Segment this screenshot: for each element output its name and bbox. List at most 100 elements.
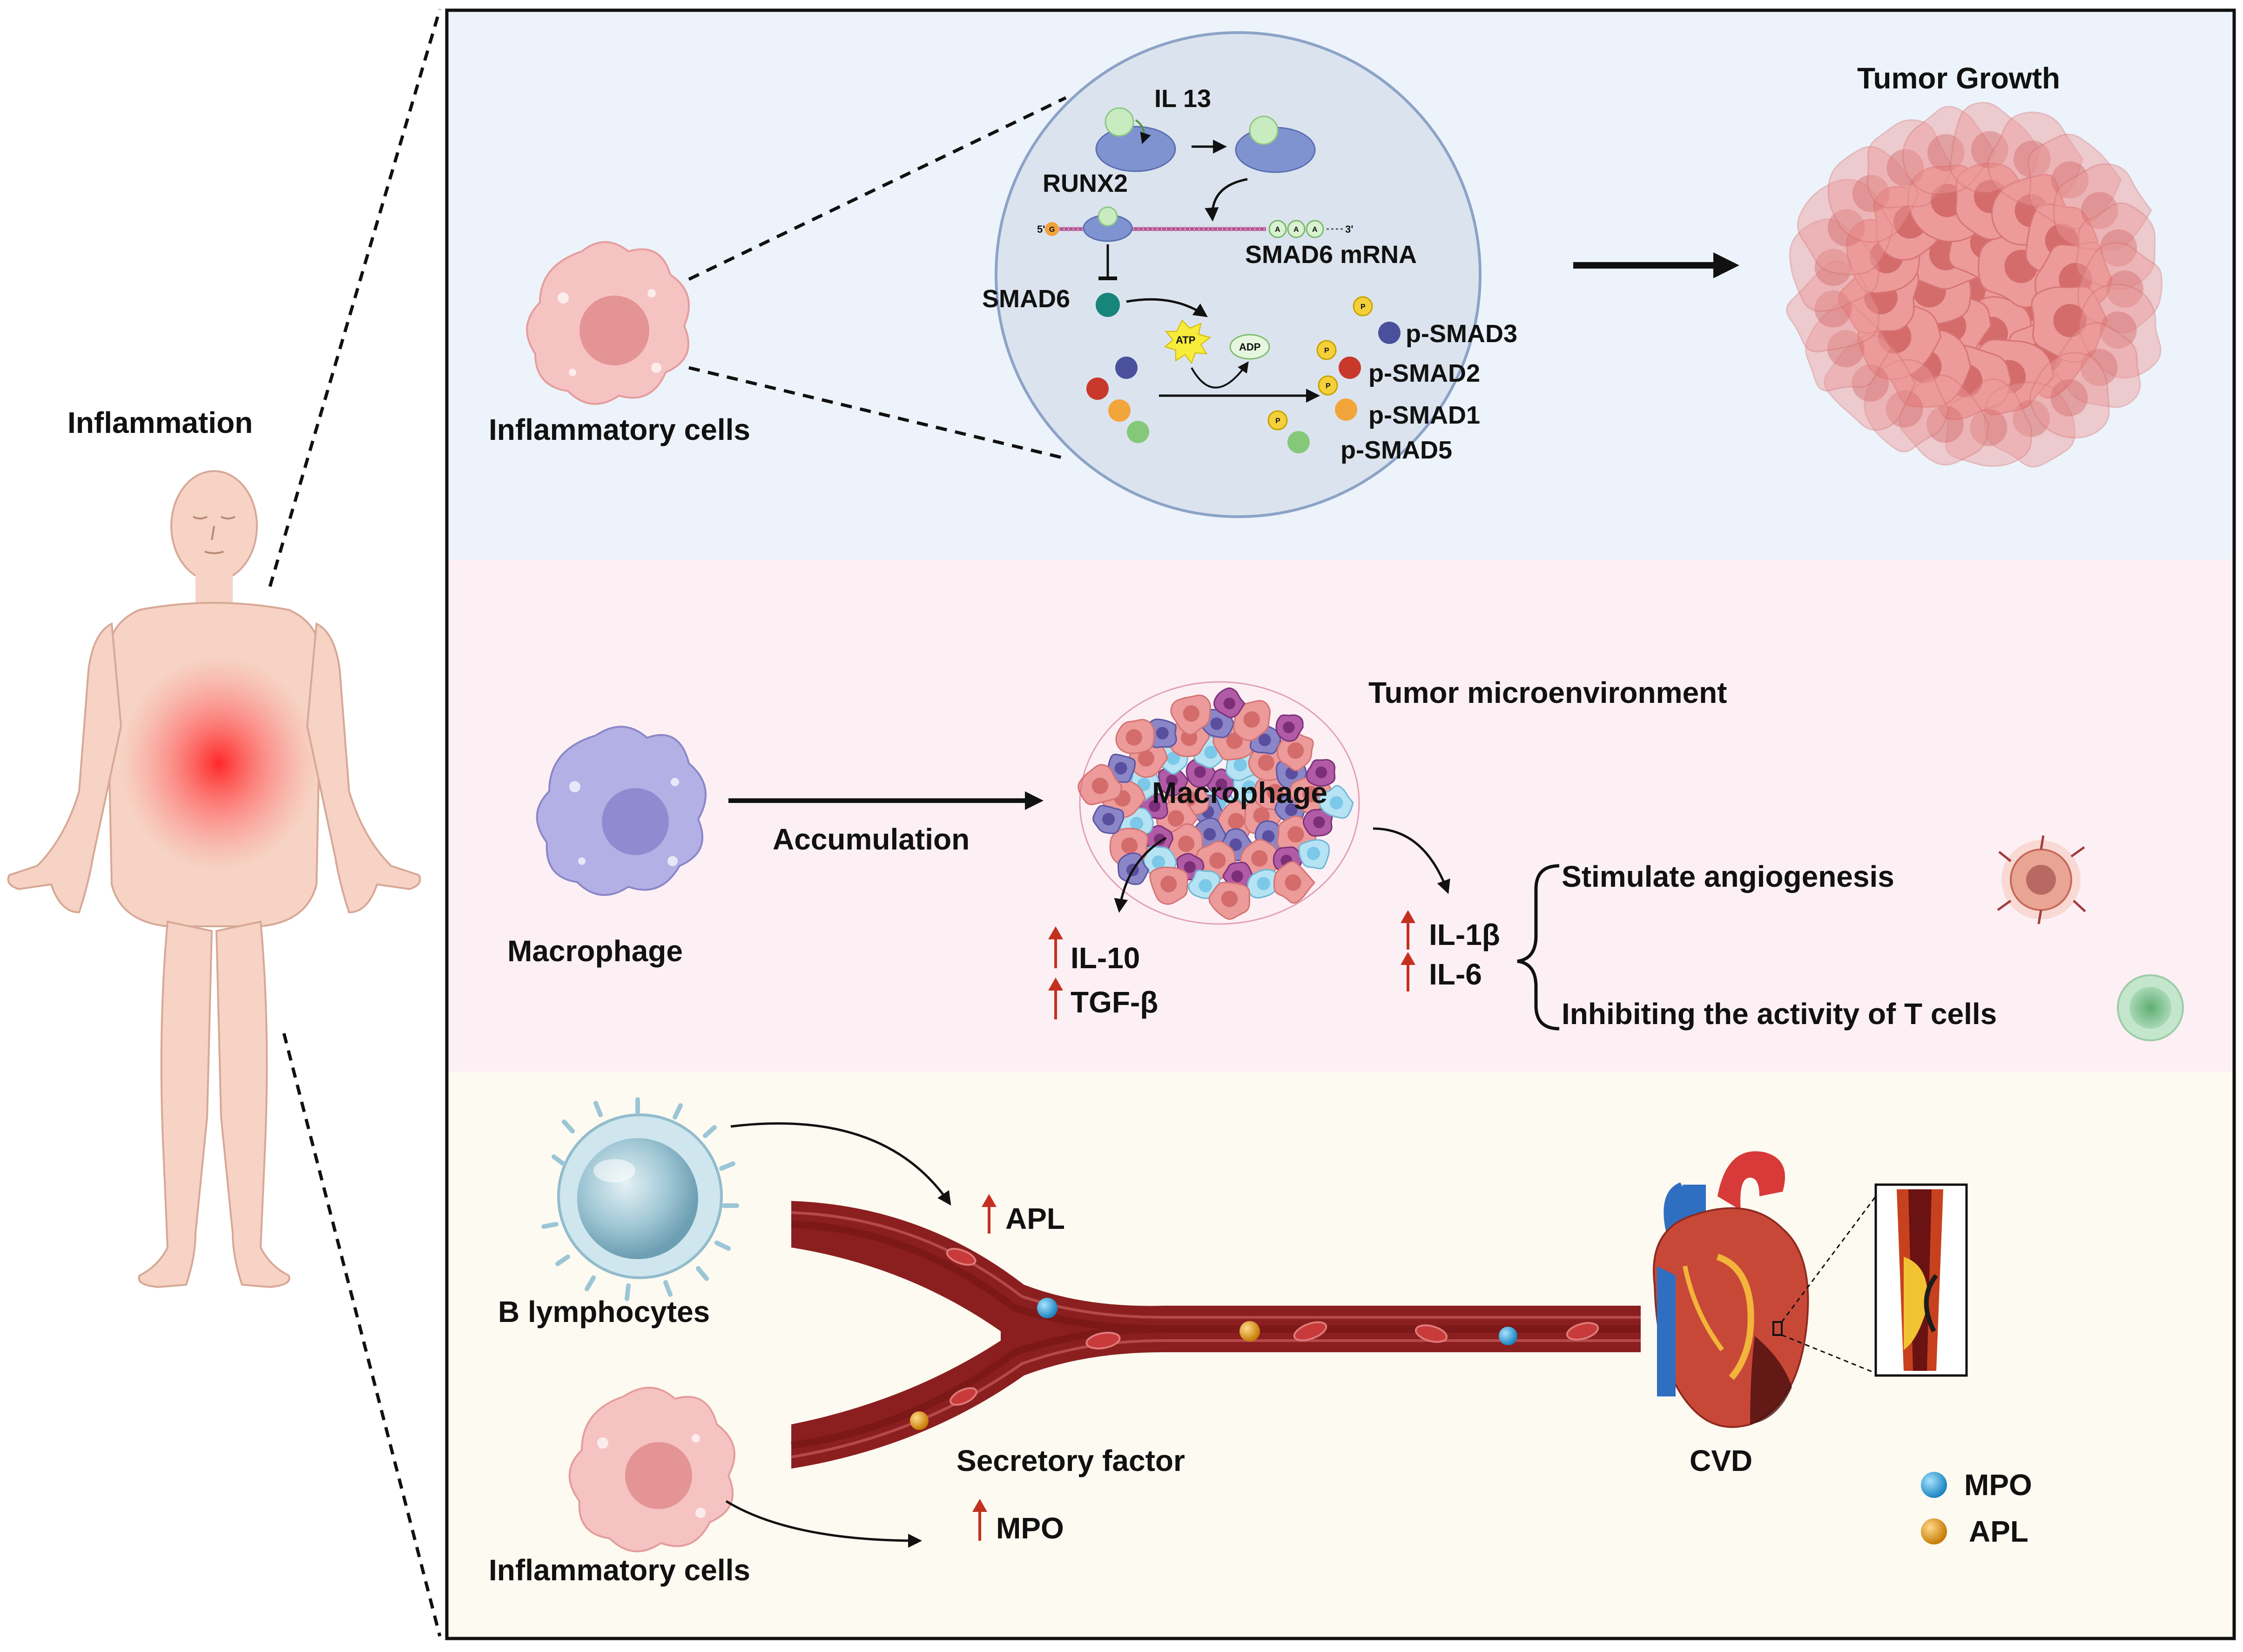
p-badge-3: P bbox=[1326, 382, 1331, 390]
inflammatory-cells-label-bottom: Inflammatory cells bbox=[489, 1553, 750, 1587]
p-smad2-complex bbox=[1316, 340, 1361, 379]
il6-label: IL-6 bbox=[1429, 957, 1482, 991]
smad2-dot bbox=[1086, 378, 1109, 400]
p-smad2-label: p-SMAD2 bbox=[1368, 359, 1480, 387]
smad6-protein bbox=[1096, 293, 1120, 317]
macrophage-label: Macrophage bbox=[507, 934, 683, 968]
runx2-bound-mrna bbox=[1083, 206, 1133, 242]
panel-bottom: B lymphocytes Inflammatory cells bbox=[489, 1097, 2032, 1587]
inflammation-hotspot bbox=[121, 656, 317, 870]
up-arrow-mpo bbox=[972, 1499, 987, 1541]
t-cell-icon bbox=[2117, 974, 2184, 1041]
heart-zoom-line-1 bbox=[1781, 1196, 1877, 1322]
tme-label: Tumor microenvironment bbox=[1368, 676, 1727, 709]
red-blood-cells bbox=[946, 1247, 1599, 1406]
il1b-label: IL-1β bbox=[1429, 918, 1500, 951]
cvd-label: CVD bbox=[1690, 1444, 1752, 1477]
tgfb-label: TGF-β bbox=[1071, 985, 1158, 1019]
zoom-dash-lower bbox=[688, 366, 1066, 460]
legend-mpo-label: MPO bbox=[1964, 1468, 2032, 1502]
poly-a-tail bbox=[1268, 220, 1324, 238]
b-cell-to-apl-arrow bbox=[730, 1122, 951, 1206]
inflammatory-to-mpo-arrow bbox=[725, 1500, 922, 1548]
legend-mpo-swatch bbox=[1921, 1472, 1947, 1498]
left-section: Inflammation bbox=[7, 9, 442, 1637]
smad3-dot bbox=[1115, 357, 1138, 379]
poly-a-label-3: A bbox=[1312, 226, 1318, 234]
atp-label: ATP bbox=[1176, 334, 1195, 346]
face-icon bbox=[193, 516, 236, 554]
up-arrow-il10 bbox=[1048, 926, 1063, 968]
runx2-receptor-2 bbox=[1235, 115, 1316, 173]
inflammation-title: Inflammation bbox=[67, 406, 253, 439]
smad6-label: SMAD6 bbox=[982, 285, 1070, 313]
heart-zoom-line-2 bbox=[1781, 1334, 1876, 1374]
to-il10-arrow bbox=[1114, 836, 1167, 913]
angiogenesis-cell-icon bbox=[1997, 835, 2086, 924]
p-smad3-complex bbox=[1353, 296, 1401, 344]
poly-a-label-2: A bbox=[1293, 226, 1299, 234]
poly-a-label-1: A bbox=[1275, 226, 1280, 234]
up-arrow-il1b bbox=[1401, 910, 1415, 950]
macrophage-cell-icon bbox=[536, 726, 707, 896]
g-cap-label: G bbox=[1049, 226, 1055, 234]
tumor-cluster-icon bbox=[1786, 102, 2162, 468]
legend-apl-swatch bbox=[1921, 1518, 1947, 1544]
zoom-line-top bbox=[268, 9, 442, 587]
accumulation-label: Accumulation bbox=[773, 823, 970, 856]
b-lymphocytes-label: B lymphocytes bbox=[498, 1295, 710, 1328]
zoom-dash-upper bbox=[688, 96, 1067, 281]
heart-icon bbox=[1653, 1151, 1809, 1428]
legend-apl-label: APL bbox=[1969, 1515, 2028, 1548]
to-il1b-arrow bbox=[1373, 827, 1450, 894]
tcell-label: Inhibiting the activity of T cells bbox=[1562, 997, 1997, 1031]
b-lymphocyte-icon bbox=[541, 1097, 739, 1301]
effects-brace bbox=[1517, 864, 1560, 1031]
inflammatory-cell-bottom-icon bbox=[568, 1387, 735, 1552]
p-badge-1: P bbox=[1361, 303, 1366, 311]
inflammatory-cell-icon bbox=[526, 241, 690, 405]
five-prime-label: 5' bbox=[1037, 223, 1045, 235]
zoom-line-bottom bbox=[282, 1033, 442, 1637]
il13-label: IL 13 bbox=[1154, 85, 1211, 113]
atp-burst bbox=[1164, 319, 1212, 364]
up-arrow-tgfb bbox=[1048, 978, 1063, 1019]
smad5-dot bbox=[1127, 421, 1149, 443]
tme-macrophage-label: Macrophage bbox=[1152, 776, 1327, 809]
apl-particle-1 bbox=[1239, 1321, 1260, 1342]
il10-label: IL-10 bbox=[1071, 941, 1140, 975]
smad6-to-reaction-arrow bbox=[1126, 298, 1208, 317]
tumor-growth-label: Tumor Growth bbox=[1857, 61, 2060, 95]
up-arrow-apl bbox=[982, 1194, 997, 1234]
panel-border bbox=[445, 8, 2236, 1640]
secretory-factor-label: Secretory factor bbox=[956, 1444, 1185, 1477]
g-cap bbox=[1045, 222, 1059, 236]
angiogenesis-label: Stimulate angiogenesis bbox=[1562, 860, 1894, 893]
adp-label: ADP bbox=[1239, 341, 1260, 353]
panel-top: Inflammatory cells IL 13 RUNX2 5' G bbox=[489, 31, 2162, 518]
runx2-receptor-1 bbox=[1095, 107, 1176, 172]
inflammatory-cells-label-top: Inflammatory cells bbox=[489, 413, 750, 446]
runx2-to-mrna-arrow bbox=[1205, 178, 1248, 222]
apl-label: APL bbox=[1005, 1202, 1065, 1235]
mpo-label: MPO bbox=[996, 1511, 1064, 1545]
smad6-mrna-label: SMAD6 mRNA bbox=[1245, 241, 1417, 269]
three-prime-label: 3' bbox=[1345, 223, 1353, 235]
p-smad5-label: p-SMAD5 bbox=[1340, 436, 1452, 464]
p-smad3-label: p-SMAD3 bbox=[1406, 320, 1517, 348]
mpo-particle-1 bbox=[1037, 1298, 1058, 1318]
adp-badge bbox=[1229, 334, 1270, 360]
runx2-label: RUNX2 bbox=[1043, 169, 1128, 197]
p-badge-4: P bbox=[1275, 417, 1280, 425]
human-body-icon bbox=[7, 470, 421, 1288]
artery-plaque-inset bbox=[1874, 1183, 1968, 1377]
p-smad1-label: p-SMAD1 bbox=[1368, 401, 1480, 429]
atp-to-adp-arrow bbox=[1191, 361, 1249, 389]
up-arrow-il6 bbox=[1401, 952, 1415, 991]
tumor-microenvironment-icon bbox=[1078, 681, 1360, 925]
mpo-particle-2 bbox=[1499, 1327, 1517, 1345]
apl-particle-2 bbox=[910, 1411, 929, 1430]
il13-binding-arrow bbox=[1135, 119, 1151, 144]
p-smad1-complex bbox=[1318, 375, 1357, 421]
